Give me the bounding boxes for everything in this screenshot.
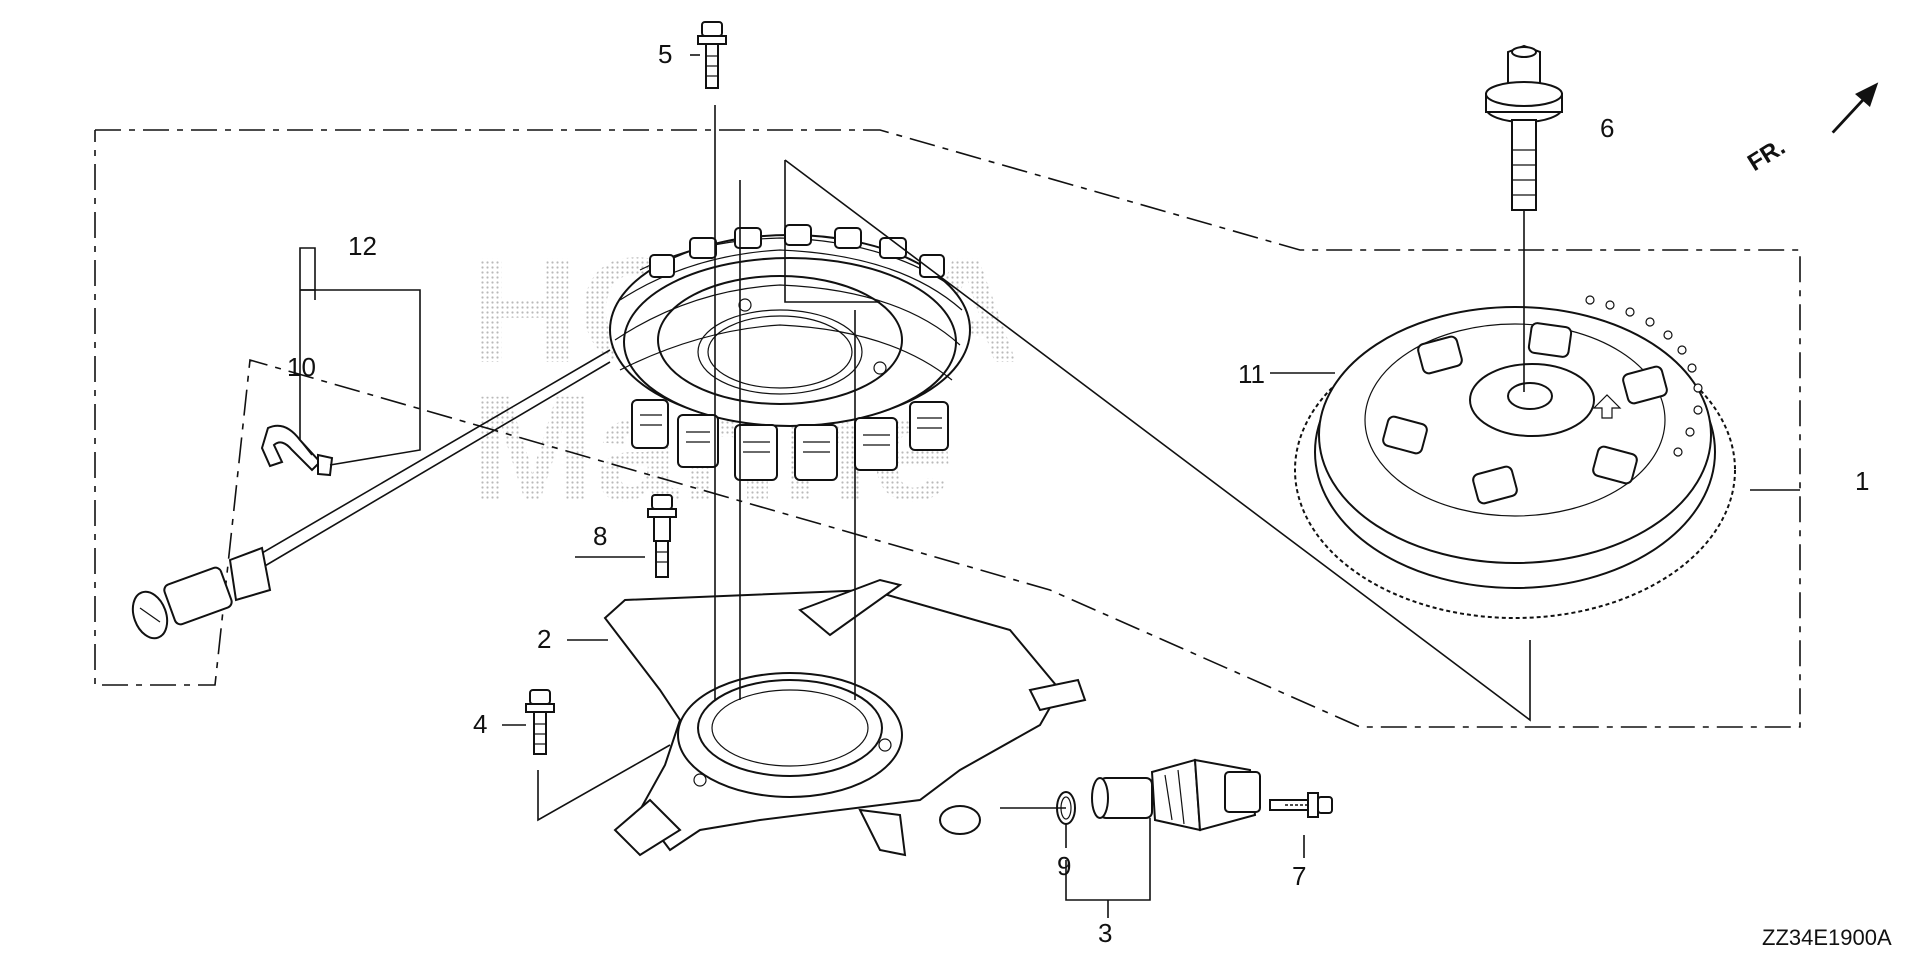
assembly-boundary bbox=[94, 129, 1801, 728]
wire-clamp bbox=[260, 424, 334, 477]
stator bbox=[609, 224, 971, 481]
callout-11: 11 bbox=[1238, 359, 1265, 389]
flywheel bbox=[1294, 295, 1736, 619]
callout-9: 9 bbox=[1057, 851, 1071, 881]
callout-8: 8 bbox=[593, 521, 607, 551]
callout-12: 12 bbox=[348, 231, 377, 261]
callout-7: 7 bbox=[1292, 861, 1306, 891]
callout-6: 6 bbox=[1600, 113, 1614, 143]
callout-10: 10 bbox=[287, 352, 316, 382]
bolt-7 bbox=[1269, 792, 1333, 818]
callouts: 1 2 3 4 5 6 7 8 9 10 11 12 bbox=[287, 39, 1869, 948]
diagram-code: ZZ34E1900A bbox=[1762, 925, 1892, 950]
direction-label: FR. bbox=[1743, 133, 1790, 176]
bolt-4 bbox=[525, 689, 555, 755]
bolt-6 bbox=[1485, 44, 1563, 211]
leader-lines bbox=[299, 54, 1800, 918]
sensor bbox=[1091, 758, 1261, 832]
callout-5: 5 bbox=[658, 39, 672, 69]
wire-harness bbox=[131, 349, 611, 640]
bolt-8 bbox=[647, 494, 677, 578]
callout-1: 1 bbox=[1855, 466, 1869, 496]
bolt-5 bbox=[697, 21, 727, 89]
fr-arrow-icon: FR. bbox=[1743, 82, 1879, 177]
callout-3: 3 bbox=[1098, 918, 1112, 948]
callout-4: 4 bbox=[473, 709, 487, 739]
stator-bracket bbox=[603, 578, 1087, 857]
callout-2: 2 bbox=[537, 624, 551, 654]
